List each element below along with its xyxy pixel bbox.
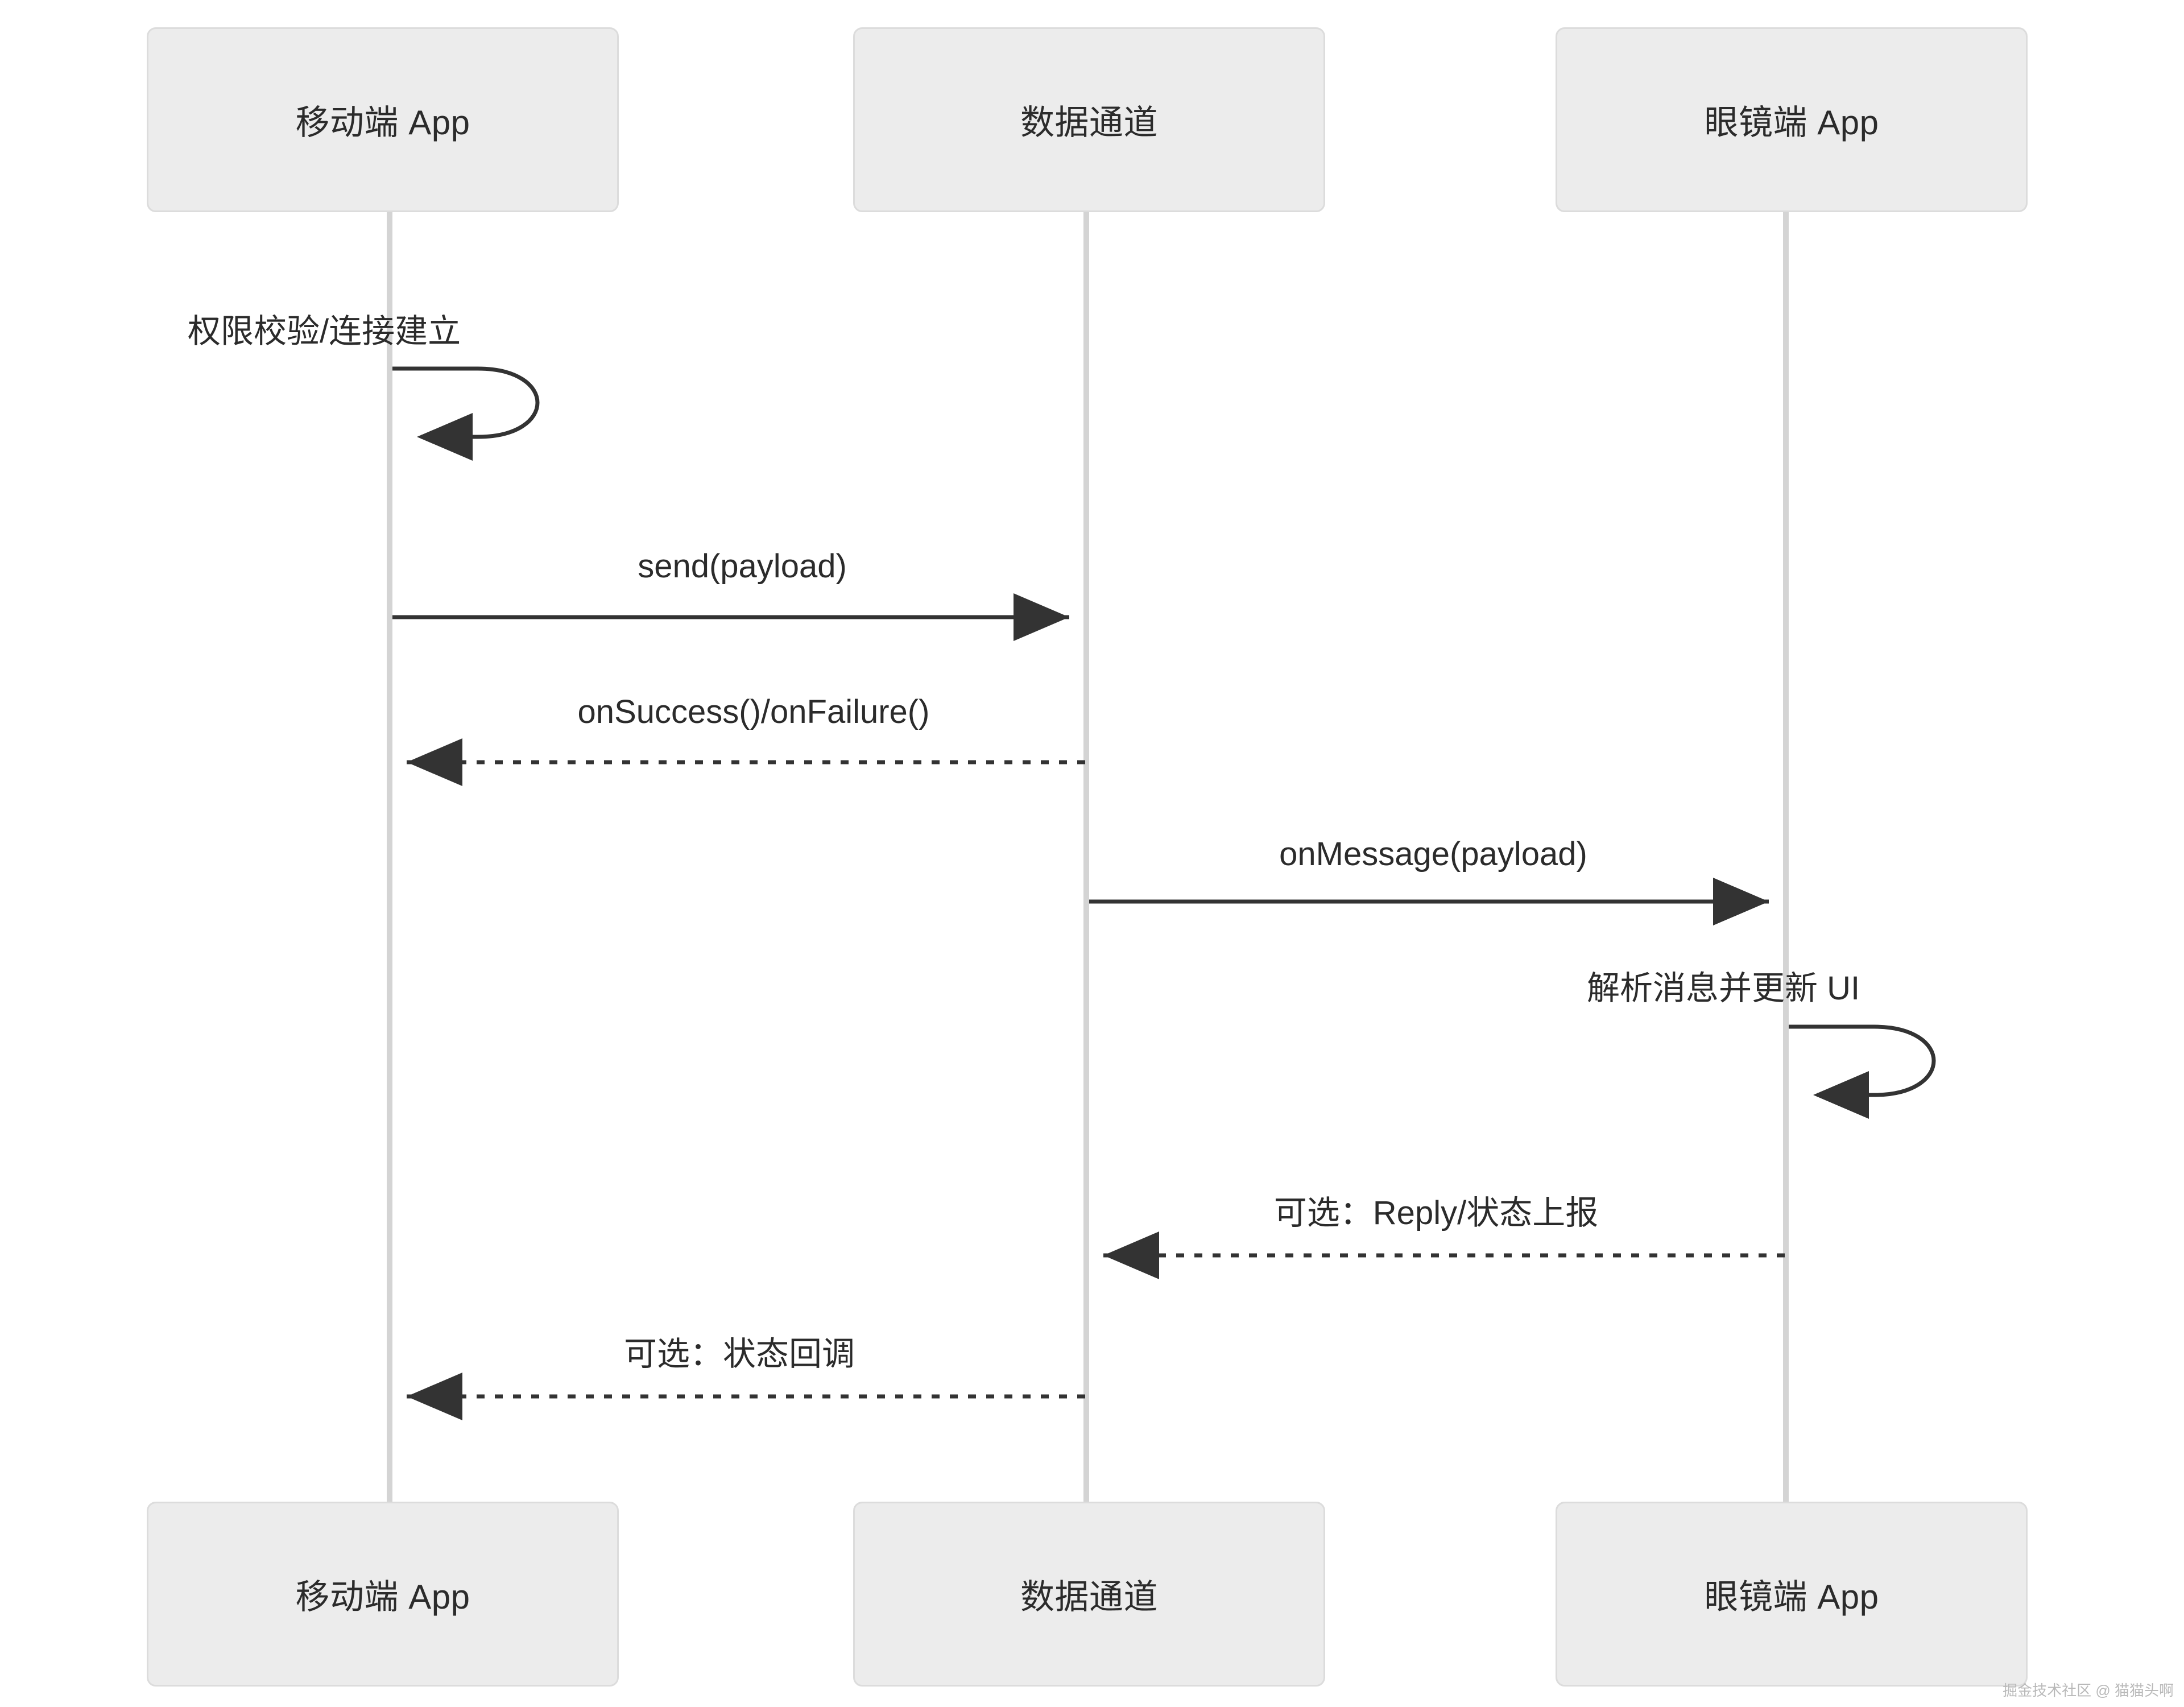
participant-label-channel-bottom: 数据通道 (1020, 1578, 1158, 1616)
participant-label-mobile-top: 移动端 App (295, 104, 470, 142)
participant-label-glasses-bottom: 眼镜端 App (1704, 1578, 1879, 1616)
message-label-on-success-failure: onSuccess()/onFailure() (577, 693, 930, 730)
participant-box-channel-top[interactable]: 数据通道 (853, 27, 1325, 212)
participant-box-mobile-bottom[interactable]: 移动端 App (147, 1502, 619, 1687)
participant-box-glasses-bottom[interactable]: 眼镜端 App (1556, 1502, 2028, 1687)
participant-label-channel-top: 数据通道 (1020, 104, 1158, 142)
message-label-optional-reply: 可选：Reply/状态上报 (1273, 1195, 1599, 1231)
message-label-optional-status-callback: 可选：状态回调 (623, 1336, 855, 1373)
participant-box-glasses-top[interactable]: 眼镜端 App (1556, 27, 2028, 212)
message-arrow-parse-update-ui (1789, 1024, 1936, 1119)
message-label-send-payload: send(payload) (638, 548, 847, 585)
message-label-parse-update-ui: 解析消息并更新 UI (1587, 970, 1860, 1007)
watermark-text: 掘金技术社区 @ 猫猫头啊 (2003, 1682, 2174, 1699)
participant-box-mobile-top[interactable]: 移动端 App (147, 27, 619, 212)
participant-box-channel-bottom[interactable]: 数据通道 (853, 1502, 1325, 1687)
message-label-on-message: onMessage(payload) (1279, 836, 1587, 873)
message-arrow-permission-check (392, 366, 540, 461)
message-label-permission-check: 权限校验/连接建立 (188, 313, 461, 350)
participant-label-glasses-top: 眼镜端 App (1704, 104, 1879, 142)
participant-label-mobile-bottom: 移动端 App (295, 1578, 470, 1616)
